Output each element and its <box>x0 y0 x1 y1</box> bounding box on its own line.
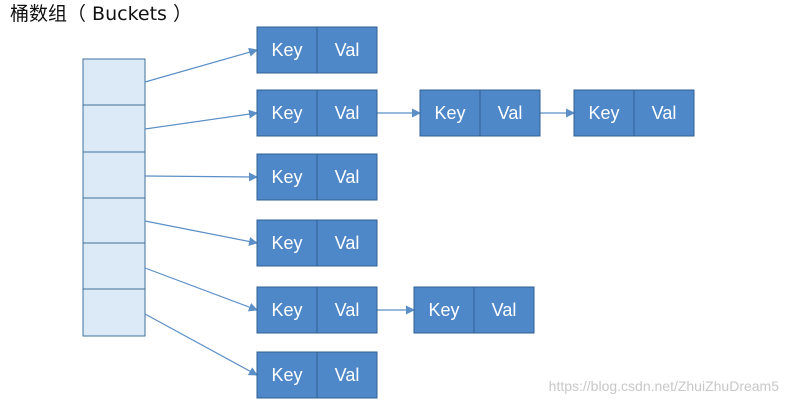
entry-node: Key Val <box>256 219 378 267</box>
bucket-cell-4 <box>82 242 146 290</box>
val-label: Val <box>335 167 360 187</box>
entry-node: Key Val <box>256 153 378 201</box>
val-cell <box>479 89 541 137</box>
key-cell <box>256 286 318 334</box>
val-cell <box>633 89 695 137</box>
val-cell <box>473 286 535 334</box>
bucket-arrow-4 <box>144 267 258 312</box>
key-cell <box>256 219 318 267</box>
key-cell <box>419 89 481 137</box>
bucket-cell-3 <box>82 197 146 244</box>
entry-node: Key Val <box>573 89 695 137</box>
bucket-cell-2 <box>82 151 146 199</box>
bucket-arrow-1 <box>144 109 258 130</box>
key-label: Key <box>428 300 459 320</box>
key-cell <box>256 89 318 137</box>
entry-node: Key Val <box>413 286 535 334</box>
val-cell <box>316 351 378 399</box>
bucket-arrow-3 <box>144 220 258 246</box>
val-label: Val <box>335 365 360 385</box>
entry-node: Key Val <box>256 351 378 399</box>
key-label: Key <box>588 103 619 123</box>
entry-node: Key Val <box>419 89 541 137</box>
key-cell <box>573 89 635 137</box>
val-label: Val <box>492 300 517 320</box>
key-cell <box>256 351 318 399</box>
key-label: Key <box>271 103 302 123</box>
key-label: Key <box>271 167 302 187</box>
val-label: Val <box>335 40 360 60</box>
val-cell <box>316 153 378 201</box>
key-label: Key <box>271 40 302 60</box>
val-cell <box>316 26 378 74</box>
key-cell <box>256 153 318 201</box>
watermark: https://blog.csdn.net/ZhuiZhuDream5 <box>549 378 780 394</box>
key-label: Key <box>271 300 302 320</box>
val-label: Val <box>335 300 360 320</box>
bucket-arrow-0 <box>144 47 258 83</box>
val-label: Val <box>335 233 360 253</box>
bucket-arrow-5 <box>144 313 258 376</box>
key-label: Key <box>271 233 302 253</box>
diagram-title: 桶数组（ Buckets ） <box>10 3 192 25</box>
val-cell <box>316 89 378 137</box>
val-cell <box>316 219 378 267</box>
bucket-cell-0 <box>82 58 146 106</box>
entry-node: Key Val <box>256 286 378 334</box>
entry-node: Key Val <box>256 26 378 74</box>
key-cell <box>413 286 475 334</box>
bucket-arrow-2 <box>144 172 258 182</box>
key-label: Key <box>434 103 465 123</box>
bucket-array <box>82 58 146 337</box>
bucket-cell-5 <box>82 288 146 337</box>
val-label: Val <box>335 103 360 123</box>
key-label: Key <box>271 365 302 385</box>
val-label: Val <box>652 103 677 123</box>
entry-node: Key Val <box>256 89 378 137</box>
bucket-cell-1 <box>82 104 146 153</box>
arrows <box>144 47 575 376</box>
val-label: Val <box>498 103 523 123</box>
val-cell <box>316 286 378 334</box>
